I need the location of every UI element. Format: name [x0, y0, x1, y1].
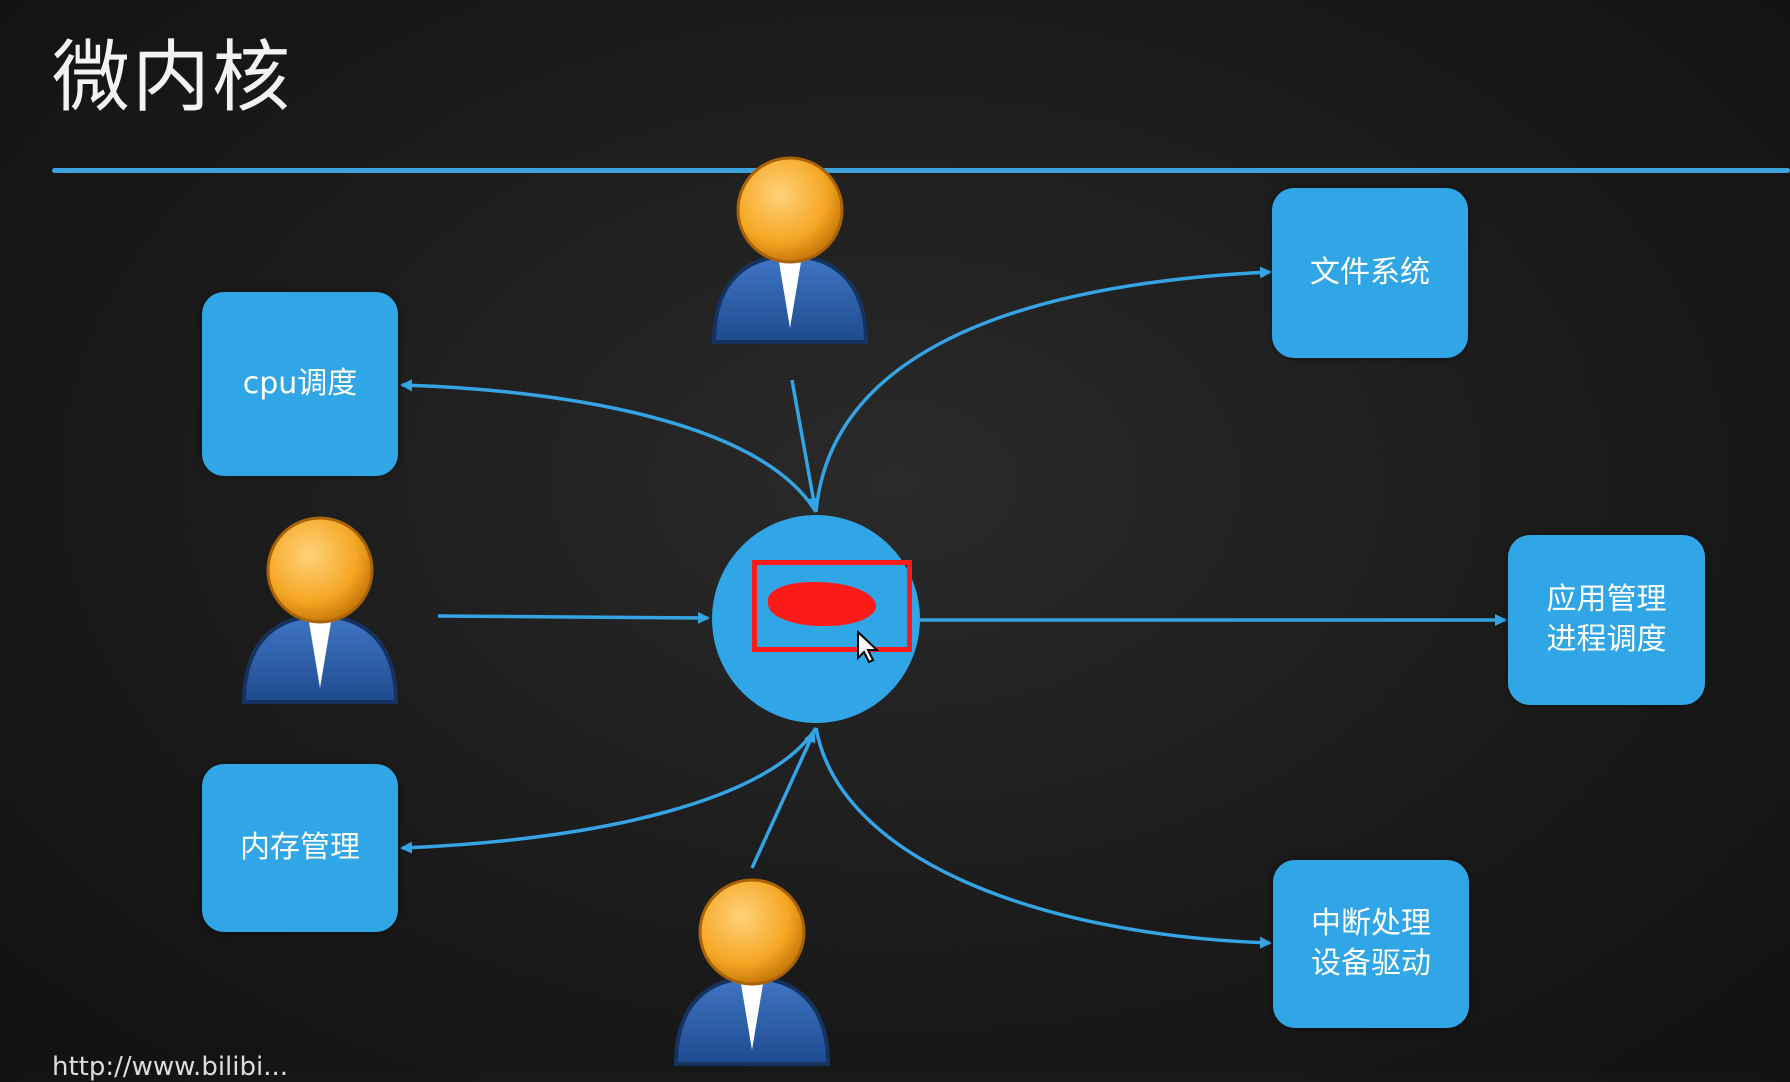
box-filesystem-label: 文件系统 [1310, 255, 1430, 290]
user-icon [711, 156, 869, 344]
arrow-kernel-to-memory [400, 727, 818, 854]
box-app-management: 应用管理 进程调度 [1508, 535, 1705, 705]
box-cpu-scheduling: cpu调度 [202, 292, 398, 476]
user-icon [673, 878, 831, 1066]
slide-title: 微内核 [52, 33, 293, 123]
mouse-cursor-icon [857, 630, 880, 664]
red-highlight-box [752, 560, 912, 652]
arrow-kernel-to-interrupt [814, 727, 1272, 949]
arrow-left-user-to-kernel [437, 611, 710, 624]
arrow-kernel-to-cpu [400, 379, 818, 513]
box-memory-label: 内存管理 [240, 830, 360, 865]
footer-url: http://www.bilibi... [52, 1052, 289, 1082]
arrow-bottom-user-to-kernel [750, 730, 816, 869]
title-underline [52, 168, 1790, 173]
red-scribble-annotation [768, 582, 876, 626]
box-interrupt-label-2: 设备驱动 [1311, 946, 1431, 981]
box-cpu-label: cpu调度 [242, 366, 358, 401]
box-interrupt-handling: 中断处理 设备驱动 [1273, 860, 1469, 1028]
box-interrupt-label-1: 中断处理 [1311, 906, 1431, 941]
arrow-kernel-to-filesystem [814, 266, 1272, 513]
box-app-label-1: 应用管理 [1546, 582, 1667, 617]
box-app-label-2: 进程调度 [1546, 622, 1667, 657]
box-memory-management: 内存管理 [202, 764, 398, 932]
box-filesystem: 文件系统 [1272, 188, 1468, 358]
arrow-top-user-to-kernel [790, 379, 820, 510]
user-icon [241, 516, 399, 704]
